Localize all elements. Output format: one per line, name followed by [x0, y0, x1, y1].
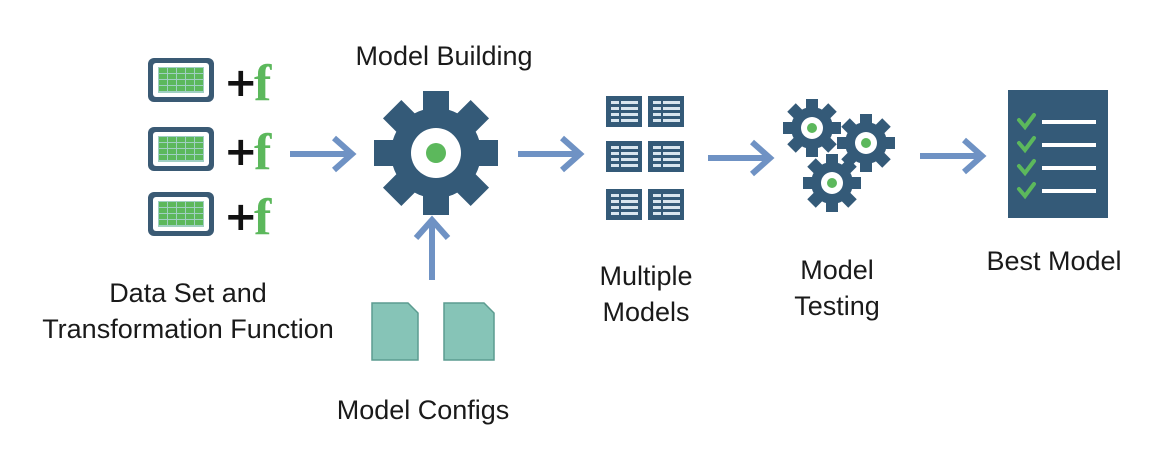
model-document-icon: [606, 189, 642, 220]
best-model-label: Best Model: [986, 246, 1121, 276]
spreadsheet-icon: [148, 58, 214, 102]
spreadsheet-icon: [148, 192, 214, 236]
arrow-up-icon: [413, 215, 451, 280]
model-document-icon: [648, 141, 684, 172]
multiple-models-label-line2: Models: [602, 297, 689, 327]
multiple-models-label-line1: Multiple: [599, 261, 692, 291]
plus-sign: +: [224, 129, 258, 175]
gear-icon: [803, 154, 861, 212]
document-icon: [443, 302, 495, 361]
arrow-right-icon: [290, 138, 352, 170]
arrow-right-icon: [518, 138, 580, 170]
spreadsheet-icon: [148, 127, 214, 171]
model-testing-label-line1: Model: [800, 255, 874, 285]
checklist-icon: [1008, 90, 1108, 218]
function-symbol: f: [254, 55, 272, 112]
document-icon: [371, 302, 419, 361]
model-document-icon: [606, 141, 642, 172]
document-grid-icon: [606, 96, 684, 220]
arrow-right-icon: [920, 140, 982, 172]
model-document-icon: [648, 189, 684, 220]
model-document-icon: [648, 96, 684, 127]
model-building-label: Model Building: [355, 41, 532, 71]
function-symbol: f: [254, 189, 272, 246]
plus-sign: +: [224, 194, 258, 240]
dataset-label-line1: Data Set and: [109, 278, 267, 308]
plus-sign: +: [224, 60, 258, 106]
dataset-label-line2: Transformation Function: [42, 314, 334, 344]
gear-icon: [374, 91, 498, 215]
model-testing-label-line2: Testing: [794, 291, 880, 321]
gear-icon: [783, 99, 841, 157]
dataset-row: + f: [148, 189, 272, 246]
dataset-row: + f: [148, 55, 272, 112]
model-document-icon: [606, 96, 642, 127]
function-symbol: f: [254, 124, 272, 181]
model-configs-label: Model Configs: [337, 395, 510, 425]
arrow-right-icon: [708, 142, 770, 174]
dataset-row: + f: [148, 124, 272, 181]
gears-icon: [783, 99, 895, 212]
